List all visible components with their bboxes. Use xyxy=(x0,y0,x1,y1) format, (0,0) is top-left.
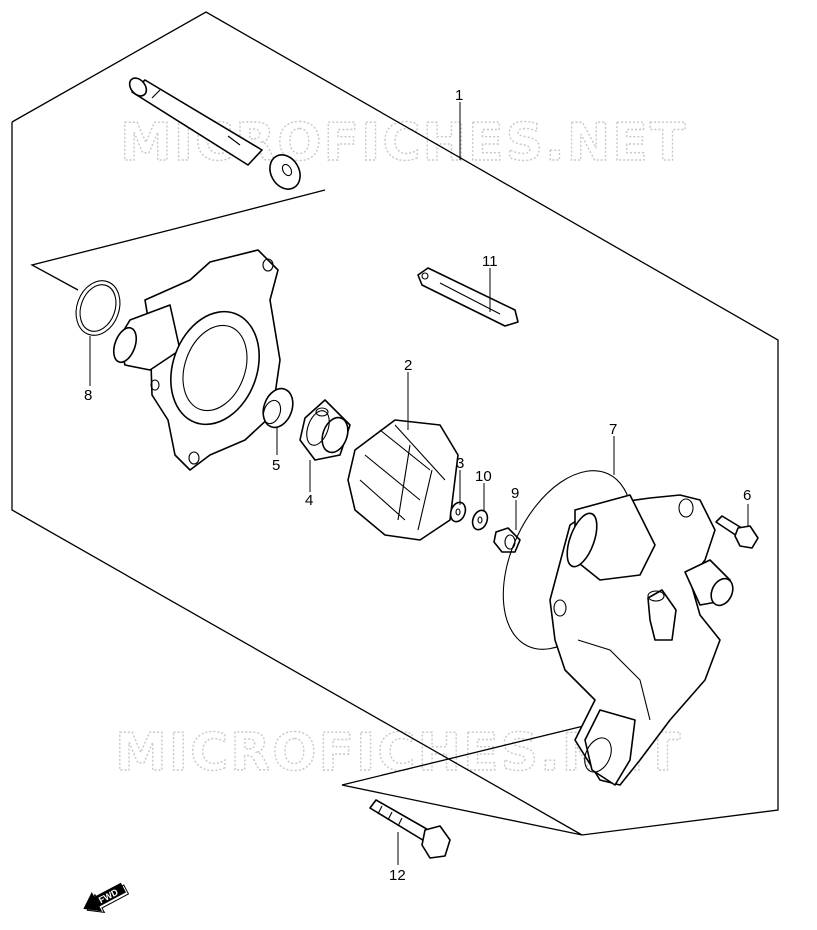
shaft-part[interactable] xyxy=(126,75,263,166)
callout-10: 10 xyxy=(475,468,492,485)
callout-4: 4 xyxy=(305,492,313,509)
callouts: 1 2 3 4 5 6 7 8 9 10 11 12 xyxy=(84,87,751,884)
callout-7: 7 xyxy=(609,421,617,438)
clamp-part-11[interactable] xyxy=(417,267,519,327)
o-ring-part-8[interactable] xyxy=(69,275,128,342)
washer-part-10[interactable] xyxy=(470,508,490,532)
callout-12: 12 xyxy=(389,867,406,884)
bolt-part-12[interactable] xyxy=(369,799,451,859)
callout-8: 8 xyxy=(84,387,92,404)
shaft-washer-part[interactable] xyxy=(264,149,306,194)
leader-lines xyxy=(89,102,749,865)
pump-cover-part[interactable] xyxy=(549,494,737,786)
assembly-frame-notch xyxy=(30,189,326,291)
assembly-frame xyxy=(11,11,779,836)
washer-part-3[interactable] xyxy=(448,500,468,524)
bearing-part-5[interactable] xyxy=(258,384,298,431)
callout-11: 11 xyxy=(482,253,498,270)
callout-2: 2 xyxy=(404,357,412,374)
callout-5: 5 xyxy=(272,457,280,474)
pump-case-part[interactable] xyxy=(109,249,281,471)
callout-9: 9 xyxy=(511,485,519,502)
callout-1: 1 xyxy=(455,87,463,104)
impeller-part-2[interactable] xyxy=(347,419,459,541)
callout-6: 6 xyxy=(743,487,751,504)
mechanical-seal-part-4[interactable] xyxy=(299,399,352,461)
bolt-part-6[interactable] xyxy=(715,515,759,549)
callout-3: 3 xyxy=(456,455,464,472)
fwd-arrow-icon: FWD xyxy=(83,882,130,914)
